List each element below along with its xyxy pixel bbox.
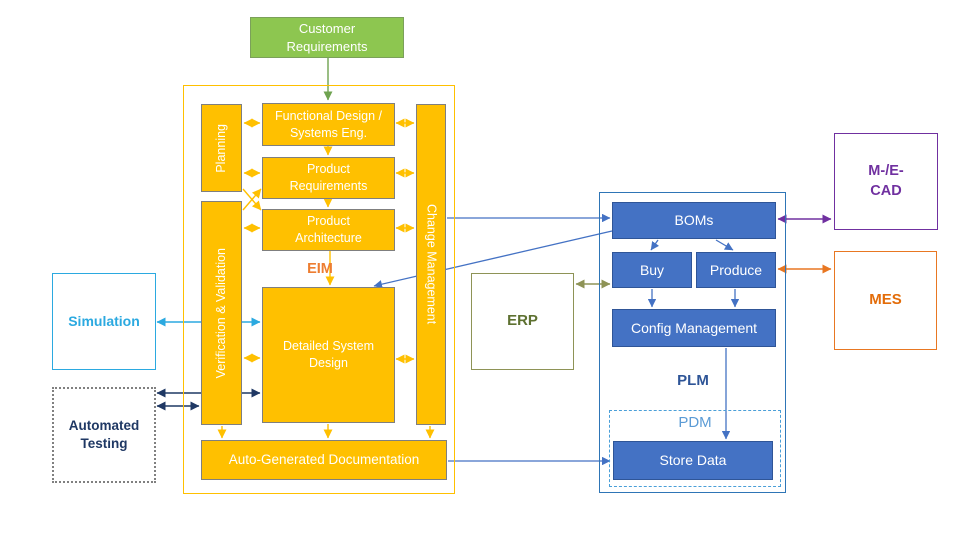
node-mes: MES — [834, 251, 937, 350]
node-simulation: Simulation — [52, 273, 156, 370]
node-planning: Planning — [201, 104, 242, 192]
node-functional-design: Functional Design / Systems Eng. — [262, 103, 395, 146]
node-label: Change Management — [424, 204, 439, 325]
node-label: Customer Requirements — [286, 20, 368, 54]
node-label: Detailed System Design — [282, 339, 374, 370]
node-label: Buy — [639, 261, 665, 278]
node-label: M-/E- CAD — [868, 162, 904, 199]
node-label: Auto-Generated Documentation — [228, 451, 420, 467]
node-label: Simulation — [68, 313, 140, 330]
eim-label: EIM — [307, 261, 333, 277]
node-config-management: Config Management — [612, 309, 776, 347]
engineering-container — [183, 85, 455, 494]
node-label: Functional Design / Systems Eng. — [274, 108, 382, 140]
node-verification-validation: Verification & Validation — [201, 201, 242, 425]
pdm-label: PDM — [678, 414, 712, 431]
node-mecad: M-/E- CAD — [834, 133, 938, 230]
node-label: Config Management — [630, 319, 758, 336]
node-automated-testing: Automated Testing — [52, 387, 156, 483]
node-label: Produce — [709, 261, 763, 278]
connector-boms-dsd — [373, 230, 613, 289]
connector-boms-buy — [650, 239, 660, 251]
node-label: Automated Testing — [68, 417, 140, 451]
node-store-data: Store Data — [613, 441, 773, 480]
node-label: Product Architecture — [295, 214, 362, 245]
node-label: Product Requirements — [289, 162, 368, 193]
node-label: MES — [869, 291, 902, 309]
node-boms: BOMs — [612, 202, 776, 239]
node-label: BOMs — [674, 212, 714, 229]
connector-cross-vv-prodreq — [242, 188, 262, 211]
node-label: Store Data — [659, 452, 727, 469]
node-buy: Buy — [612, 252, 692, 288]
node-erp: ERP — [471, 273, 574, 370]
node-auto-generated-documentation: Auto-Generated Documentation — [201, 440, 447, 480]
connector-boms-produce — [715, 239, 734, 251]
pdm-container — [609, 410, 781, 487]
node-product-architecture: Product Architecture — [262, 209, 395, 251]
node-product-requirements: Product Requirements — [262, 157, 395, 199]
node-label: Verification & Validation — [214, 247, 229, 379]
node-label: ERP — [507, 312, 538, 330]
node-customer-requirements: Customer Requirements — [250, 17, 404, 58]
node-produce: Produce — [696, 252, 776, 288]
node-detailed-system-design: Detailed System Design — [262, 287, 395, 423]
plm-label: PLM — [677, 372, 709, 389]
node-label: Planning — [214, 123, 229, 173]
node-change-management: Change Management — [416, 104, 446, 425]
plm-container — [599, 192, 786, 493]
